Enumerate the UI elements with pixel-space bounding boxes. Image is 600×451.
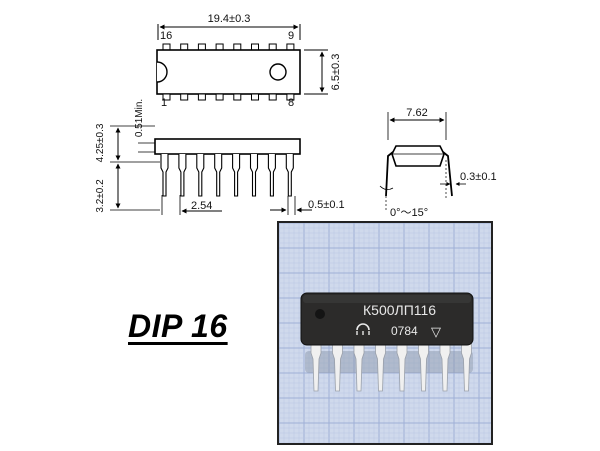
package-title: DIP 16 bbox=[128, 308, 228, 344]
length-dimension: 19.4±0.3 bbox=[208, 13, 251, 25]
chip-lead bbox=[310, 342, 322, 392]
side-view: 0.51Min. 4.25±0.3 3.2±0.2 2.54 0.5±0.1 bbox=[95, 99, 345, 215]
top-pin bbox=[162, 93, 171, 101]
top-pin bbox=[251, 93, 259, 101]
top-pin bbox=[215, 93, 224, 101]
pitch-dimension: 2.54 bbox=[191, 200, 212, 212]
body-height-dimension: 4.25±0.3 bbox=[95, 123, 106, 162]
row-spacing-dimension: 7.62 bbox=[406, 107, 427, 119]
chip-photo: К500ЛП116 0784 ▽ bbox=[277, 221, 493, 445]
top-pin bbox=[233, 93, 242, 101]
pin-label-16: 16 bbox=[160, 30, 172, 42]
pin-label-1: 1 bbox=[161, 97, 167, 109]
chip-body bbox=[300, 292, 474, 346]
top-pin bbox=[197, 93, 206, 101]
lead-angle-dimension: 0°～15° bbox=[390, 207, 428, 219]
orientation-dot bbox=[269, 63, 287, 81]
chip-marking-date-code: 0784 bbox=[391, 324, 418, 338]
top-pin bbox=[180, 43, 189, 51]
top-pins-lower bbox=[162, 93, 295, 101]
lead-thickness-dimension: 0.3±0.1 bbox=[460, 171, 497, 183]
chip-shadow bbox=[305, 351, 473, 373]
side-lead bbox=[232, 154, 241, 197]
manufacturer-logo-icon bbox=[356, 323, 370, 335]
lead-width-dimension: 0.5±0.1 bbox=[308, 199, 345, 211]
top-pin bbox=[251, 43, 259, 51]
side-lead bbox=[249, 154, 259, 197]
side-lead bbox=[285, 154, 294, 197]
end-view-left-lead bbox=[385, 151, 394, 197]
top-pin bbox=[268, 43, 277, 51]
side-lead bbox=[214, 154, 223, 197]
end-view: 7.62 0.3±0.1 0°～15° bbox=[379, 107, 497, 219]
chip-lead bbox=[461, 342, 472, 392]
end-view-right-lead bbox=[442, 151, 453, 197]
side-view-body bbox=[154, 138, 301, 155]
chip-lead bbox=[375, 342, 386, 392]
width-dimension: 6.5±0.3 bbox=[330, 54, 342, 91]
top-pin bbox=[197, 43, 206, 51]
end-view-body bbox=[391, 145, 445, 167]
chip-pin1-dimple bbox=[315, 309, 325, 319]
chip-lead bbox=[418, 342, 429, 392]
top-pin bbox=[286, 43, 295, 51]
side-leads bbox=[160, 154, 294, 197]
pin1-notch bbox=[156, 61, 168, 83]
top-pin bbox=[233, 43, 242, 51]
chip-lead bbox=[396, 342, 408, 392]
top-pin bbox=[180, 93, 189, 101]
side-lead bbox=[178, 154, 187, 197]
pin-label-8: 8 bbox=[288, 97, 294, 109]
quality-mark-icon: ▽ bbox=[431, 325, 441, 340]
side-lead bbox=[196, 154, 205, 197]
lead-length-dimension: 3.2±0.2 bbox=[95, 179, 106, 213]
top-view: 19.4±0.3 16 9 1 8 6.5±0.3 bbox=[156, 13, 342, 109]
chip-marking-part-number: К500ЛП116 bbox=[363, 302, 436, 318]
top-pins-upper bbox=[162, 43, 295, 51]
top-pin bbox=[268, 93, 277, 101]
top-pin bbox=[286, 93, 295, 101]
min-gap-dimension: 0.51Min. bbox=[134, 99, 145, 137]
side-lead bbox=[267, 154, 276, 197]
side-lead bbox=[160, 154, 169, 197]
top-pin bbox=[215, 43, 224, 51]
chip-lead bbox=[353, 342, 365, 392]
chip-lead bbox=[439, 342, 451, 392]
chip-leads bbox=[310, 342, 472, 392]
pin-label-9: 9 bbox=[288, 30, 294, 42]
chip-lead bbox=[332, 342, 343, 392]
top-pin bbox=[162, 43, 171, 51]
